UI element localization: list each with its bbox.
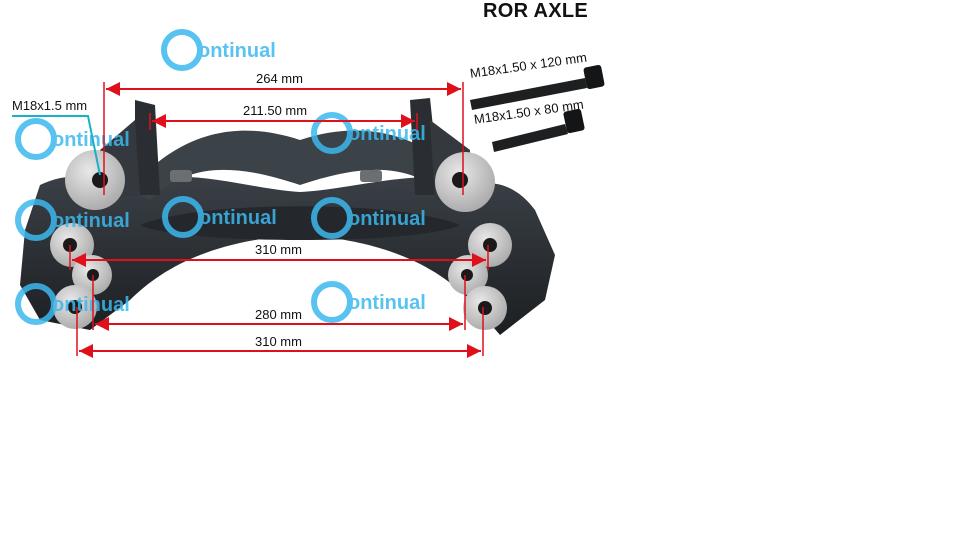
dimension-label-310-top: 310 mm [255, 242, 302, 257]
bushing-top-left [65, 150, 125, 210]
watermark-logo: ontinual [161, 29, 276, 71]
bolt-long [470, 65, 605, 110]
svg-text:ontinual: ontinual [348, 123, 426, 145]
dimension-label-211: 211.50 mm [243, 103, 308, 118]
svg-text:ontinual: ontinual [348, 292, 426, 314]
dimension-label-264: 264 mm [256, 71, 303, 86]
bushing-top-right [435, 152, 495, 212]
svg-text:ontinual: ontinual [52, 294, 130, 316]
svg-text:ontinual: ontinual [199, 207, 277, 229]
watermark-logo: ontinual [15, 283, 130, 325]
thread-label: M18x1.5 mm [12, 98, 88, 113]
caliper-carrier-body [20, 98, 555, 335]
svg-text:ontinual: ontinual [348, 208, 426, 230]
svg-text:ontinual: ontinual [198, 40, 276, 62]
watermark-logo: ontinual [162, 196, 277, 238]
watermark-logo: ontinual [15, 118, 130, 160]
thread-callout-line [12, 115, 101, 176]
svg-text:ontinual: ontinual [52, 129, 130, 151]
page-title: ROR AXLE [483, 0, 588, 22]
dimension-label-310-bottom: 310 mm [255, 334, 302, 349]
dimension-label-280: 280 mm [255, 307, 302, 322]
watermark-logos: ontinual ontinual ontinual ontinual onti… [15, 29, 426, 325]
svg-text:ontinual: ontinual [52, 210, 130, 232]
bolt-short [492, 108, 585, 152]
watermark-logo: ontinual [15, 199, 130, 241]
dimension-lines [69, 82, 489, 358]
watermark-logo: ontinual [311, 197, 426, 239]
watermark-logo: ontinual [311, 281, 426, 323]
